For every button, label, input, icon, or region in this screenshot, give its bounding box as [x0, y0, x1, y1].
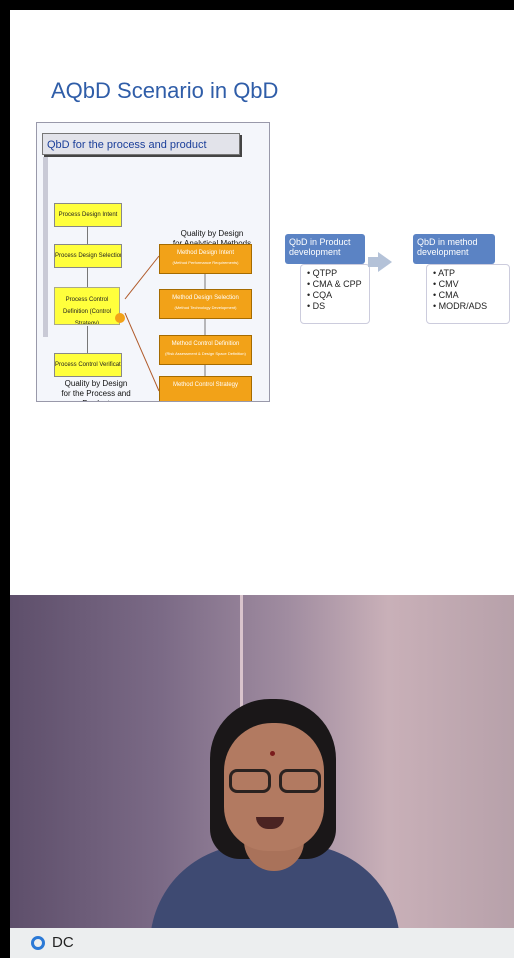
diagram-header: QbD for the process and product — [42, 133, 240, 155]
method-step-3-title: Method Control Definition — [171, 341, 240, 347]
method-caption-line2: for Analytical Methods — [167, 239, 257, 249]
presenter-bindi — [270, 751, 275, 756]
product-item: CMA & CPP — [307, 279, 363, 290]
process-step-4: Process Control Verification — [54, 353, 122, 377]
process-step-1: Process Design Intent — [54, 203, 122, 227]
method-step-2-sub: (Method Technology Development) — [174, 305, 237, 310]
product-box-title: QbD in Product development — [285, 234, 365, 264]
presenter-video — [10, 595, 514, 928]
slide-title: AQbD Scenario in QbD — [51, 78, 279, 103]
presenter-glasses — [223, 769, 327, 795]
process-caption-line1: Quality by Design — [64, 379, 128, 388]
circle-logo-icon — [31, 936, 45, 950]
arrow-right-icon-stem — [368, 257, 380, 267]
method-step-1: Method Design Intent (Method Performance… — [159, 244, 252, 274]
method-item: MODR/ADS — [433, 301, 503, 312]
shared-slide: AQbD Scenario in QbD QbD for the process… — [10, 10, 514, 595]
product-box-list: QTPP CMA & CPP CQA DS — [300, 264, 370, 324]
connector — [87, 326, 88, 354]
method-box-title: QbD in method development — [413, 234, 495, 264]
presenter-face — [224, 723, 324, 851]
method-box-list: ATP CMV CMA MODR/ADS — [426, 264, 510, 324]
connector — [87, 226, 88, 245]
participant-name: DC — [52, 934, 74, 951]
connector-lines — [124, 255, 206, 392]
process-step-3: Process Control Definition (Control Stra… — [54, 287, 120, 325]
method-step-1-title: Method Design Intent — [176, 250, 235, 256]
method-step-1-sub: (Method Performance Requirements) — [172, 260, 239, 265]
arrow-right-icon — [378, 252, 392, 272]
glasses-lens-right — [279, 769, 321, 793]
method-step-2: Method Design Selection (Method Technolo… — [159, 289, 252, 319]
down-arrow-icon — [43, 157, 48, 337]
method-caption: Quality by Design for Analytical Methods — [167, 229, 257, 249]
connector — [87, 267, 88, 289]
glasses-lens-left — [229, 769, 271, 793]
product-item: CQA — [307, 290, 363, 301]
process-caption: Quality by Design for the Process and Pr… — [51, 379, 141, 401]
method-step-3-sub: (Risk Assessment & Design Space Definiti… — [165, 351, 246, 356]
process-caption-line2: for the Process and Product — [61, 389, 131, 401]
method-item: CMV — [433, 279, 503, 290]
process-step-2: Process Design Selection — [54, 244, 122, 268]
qbd-diagram: QbD for the process and product Process … — [36, 122, 270, 402]
method-step-4-title: Method Control Strategy — [172, 382, 239, 388]
method-item: CMA — [433, 290, 503, 301]
method-step-3: Method Control Definition (Risk Assessme… — [159, 335, 252, 365]
product-item: QTPP — [307, 268, 363, 279]
method-caption-line1: Quality by Design — [180, 229, 244, 238]
method-item: ATP — [433, 268, 503, 279]
focus-dot — [115, 313, 125, 323]
method-step-2-title: Method Design Selection — [172, 295, 239, 301]
participant-bar[interactable]: DC — [10, 928, 514, 958]
method-step-4: Method Control Strategy — [159, 376, 252, 401]
presentation-frame: AQbD Scenario in QbD QbD for the process… — [10, 10, 514, 958]
presenter-mouth — [256, 817, 284, 829]
product-item: DS — [307, 301, 363, 312]
